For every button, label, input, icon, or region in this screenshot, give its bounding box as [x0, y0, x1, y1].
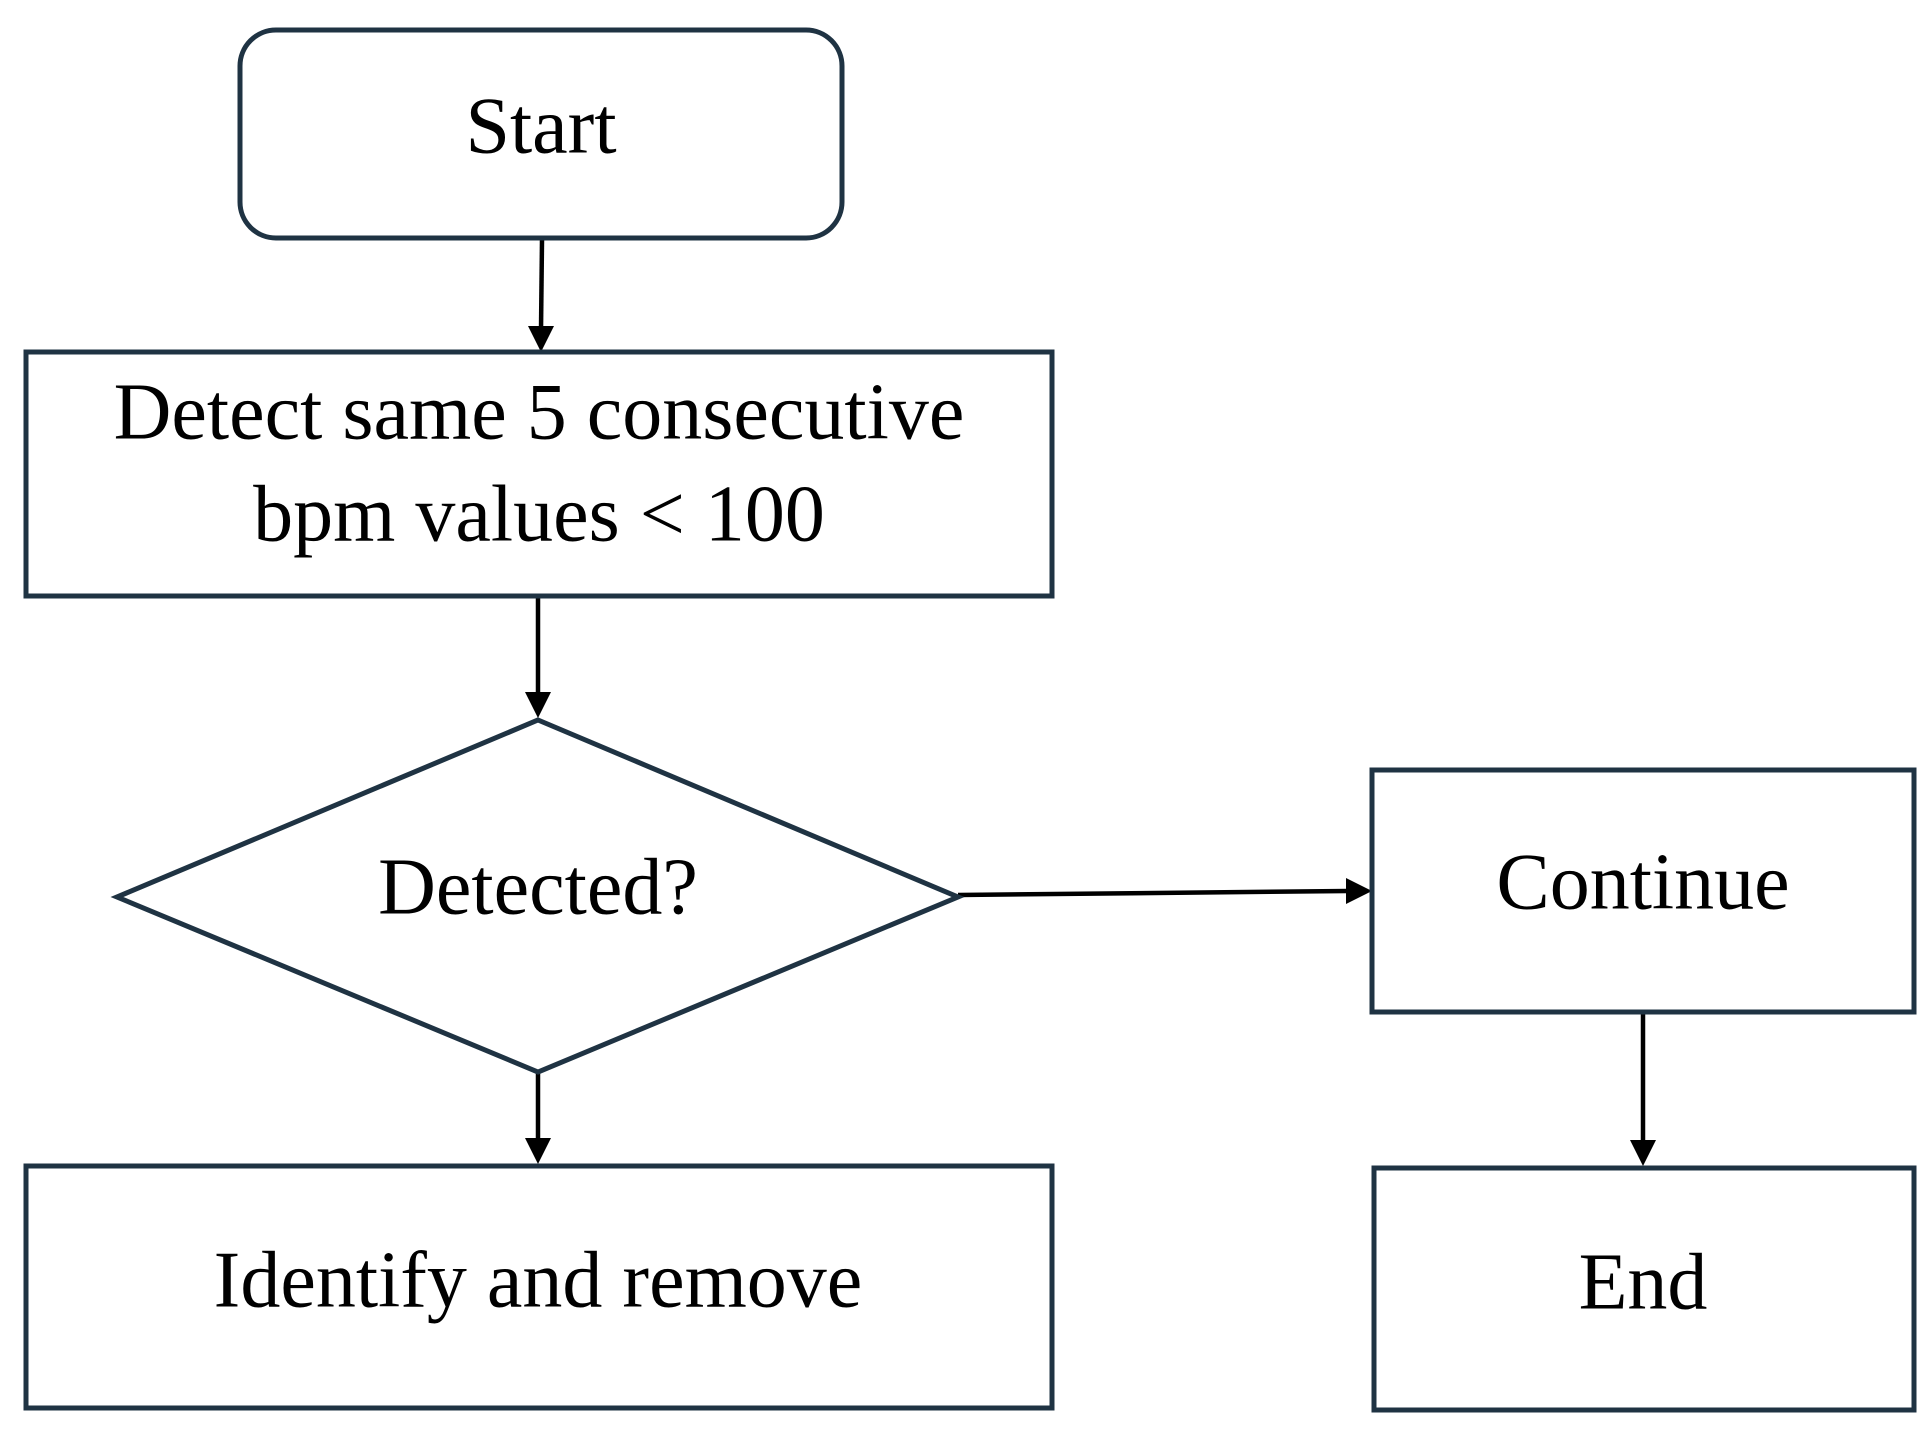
end-shape: [1371, 1165, 1917, 1413]
detect-label-line1: Detect same 5 consecutive: [114, 368, 965, 456]
node-decision: Detected?: [110, 717, 965, 1075]
arrowhead-identify: [525, 1138, 551, 1164]
connectors: [525, 239, 1656, 1166]
start-shape: [237, 27, 845, 241]
detect-label-line2: bpm values < 100: [253, 470, 825, 558]
identify-shape: [23, 1163, 1055, 1411]
edge-start-to-detect: [538, 239, 545, 331]
arrowhead-detect: [528, 326, 554, 352]
edge-decision-to-continue: [957, 888, 1349, 898]
decision-label: Detected?: [378, 843, 698, 931]
continue-label: Continue: [1496, 838, 1789, 926]
start-label: Start: [465, 82, 616, 170]
node-end: End: [1371, 1165, 1917, 1413]
end-label: End: [1579, 1238, 1708, 1326]
identify-label: Identify and remove: [214, 1236, 863, 1324]
arrowhead-continue: [1346, 878, 1372, 904]
arrowhead-end: [1630, 1140, 1656, 1166]
node-continue: Continue: [1369, 767, 1917, 1015]
node-detect: Detect same 5 consecutive bpm values < 1…: [23, 349, 1055, 599]
detect-shape: [23, 349, 1055, 599]
node-start: Start: [237, 27, 845, 241]
arrowhead-decision: [525, 692, 551, 718]
continue-shape: [1369, 767, 1917, 1015]
decision-diamond: [110, 717, 965, 1075]
node-identify: Identify and remove: [23, 1163, 1055, 1411]
